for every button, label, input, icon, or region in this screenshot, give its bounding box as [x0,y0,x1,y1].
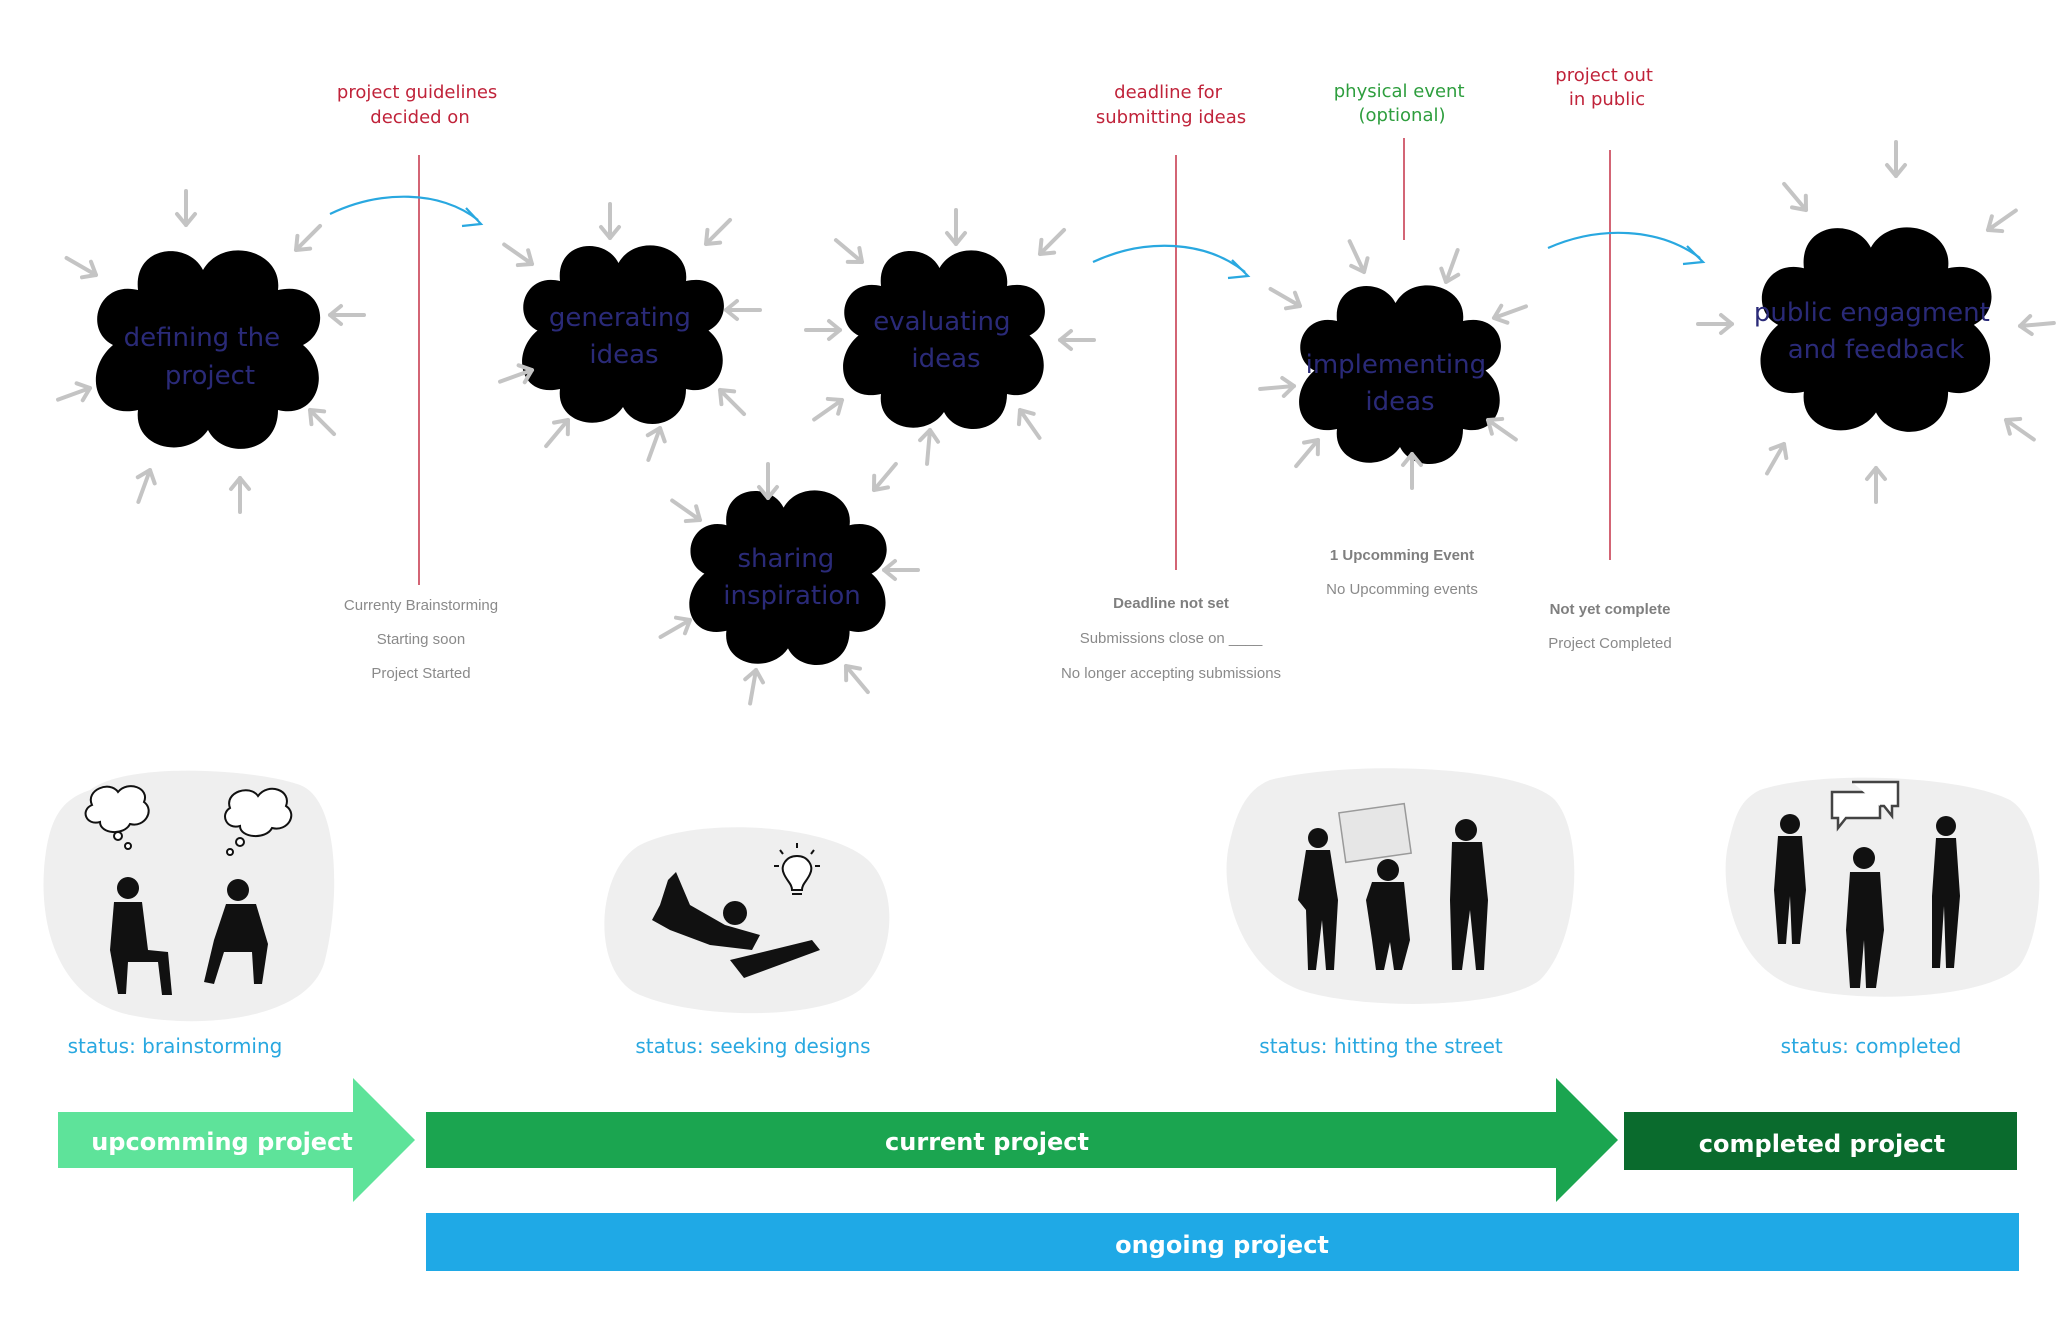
milestone-lines [418,138,1611,585]
stage-label-line1: generating [549,303,691,333]
stage-label-line1: defining the [124,323,281,353]
status-caption: status: brainstorming [68,1034,283,1058]
illustration-brainstorming [43,770,335,1022]
status-item: No longer accepting submissions [1061,665,1281,682]
status-item: Starting soon [377,631,465,648]
phase-bar-ongoing: ongoing project [426,1213,2019,1271]
stage-label-line2: ideas [589,340,658,370]
illustration-seeking-designs [604,827,890,1014]
stage-cloud-defining: defining the project [52,189,366,514]
phase-label: ongoing project [1115,1231,1329,1259]
stage-label: implementing ideas [1306,350,1495,417]
transition-arrows [329,195,1706,280]
illustration-hitting-the-street [1226,768,1575,1004]
thought-bubble-icon [84,785,150,850]
arc-arrow-icon [329,195,484,228]
phase-label: upcomming project [91,1128,353,1156]
stage-cloud-sharing: sharing inspiration [654,456,920,708]
status-item: Not yet complete [1550,601,1671,618]
milestone-label-guidelines: project guidelines decided on [337,82,503,128]
illustration-background [1725,777,2040,997]
cloud-icon [689,490,887,666]
phase-bar-current: current project [426,1078,1618,1202]
stage-label: public engagment and feedback [1754,298,1998,365]
stage-cloud-public: public engagment and feedback [1696,140,2057,504]
stage-label-line1: sharing [737,544,834,574]
milestone-label-event: physical event (optional) [1334,81,1471,126]
status-item: Project Started [371,665,470,682]
phase-label: current project [885,1128,1089,1156]
milestone-label-line1: deadline for [1114,82,1223,103]
status-item: 1 Upcomming Event [1330,547,1474,564]
milestone-label-line2: (optional) [1359,105,1446,126]
status-list-public: Not yet complete Project Completed [1548,601,1671,652]
phase-bar-completed: completed project [1624,1112,2017,1170]
status-caption: status: seeking designs [635,1034,870,1058]
status-caption: status: hitting the street [1259,1034,1503,1058]
stage-label-line2: project [165,361,255,391]
status-captions: status: brainstorming status: seeking de… [68,1034,1962,1058]
milestone-label-line1: project out [1555,65,1653,86]
cloud-icon [1760,227,1992,432]
milestone-label-line2: submitting ideas [1096,107,1246,128]
milestone-label-line1: physical event [1334,81,1465,102]
people-silhouette-icon [652,872,820,978]
people-silhouette-icon [1774,814,1960,988]
arc-arrow-icon [1092,244,1251,280]
stage-label: sharing inspiration [723,544,860,611]
thought-bubble-icon [224,787,293,856]
milestone-label-deadline: deadline for submitting ideas [1096,82,1246,128]
milestone-label-line2: decided on [370,107,469,128]
stage-label-line1: public engagment [1754,298,1990,328]
milestone-label-line2: in public [1569,89,1645,110]
status-item: Submissions close on ____ [1080,630,1263,647]
illustration-completed [1725,777,2040,997]
phase-bar-upcoming: upcomming project [58,1078,415,1202]
stage-label: evaluating ideas [873,307,1019,374]
milestone-label-public: project out in public [1555,65,1658,110]
cloud-icon [522,245,724,425]
arc-arrow-icon [1547,231,1706,266]
status-list-deadline: Deadline not set Submissions close on __… [1061,595,1281,682]
status-item: Deadline not set [1113,595,1229,612]
status-caption: status: completed [1781,1034,1962,1058]
status-item: No Upcomming events [1326,581,1478,598]
cloud-icon [843,250,1045,430]
stage-cloud-evaluating: evaluating ideas [804,208,1096,467]
illustration-background [604,827,890,1014]
phase-label: completed project [1699,1130,1945,1158]
stage-label: generating ideas [549,303,699,370]
status-item: Project Completed [1548,635,1671,652]
stage-label-line2: inspiration [723,581,860,611]
status-item: Currenty Brainstorming [344,597,498,614]
people-silhouette-icon [1298,819,1488,970]
stage-label: defining the project [124,323,289,391]
poster-icon [1337,802,1413,864]
stage-label-line2: and feedback [1788,335,1965,365]
speech-bubble-icon [1830,780,1900,832]
stage-cloud-implementing: implementing ideas [1257,235,1532,490]
stage-label-line1: evaluating [873,307,1010,337]
lightbulb-icon [774,843,820,895]
status-list-guidelines: Currenty Brainstorming Starting soon Pro… [344,597,498,682]
stage-cloud-generating: generating ideas [494,202,762,466]
milestone-label-line1: project guidelines [337,82,497,103]
people-silhouette-icon [110,877,268,995]
stage-label-line2: ideas [911,344,980,374]
milestone-labels: project guidelines decided on deadline f… [337,65,1658,128]
status-list-event: 1 Upcomming Event No Upcomming events [1326,547,1478,598]
stage-label-line2: ideas [1365,387,1434,417]
stage-label-line1: implementing [1306,350,1486,380]
